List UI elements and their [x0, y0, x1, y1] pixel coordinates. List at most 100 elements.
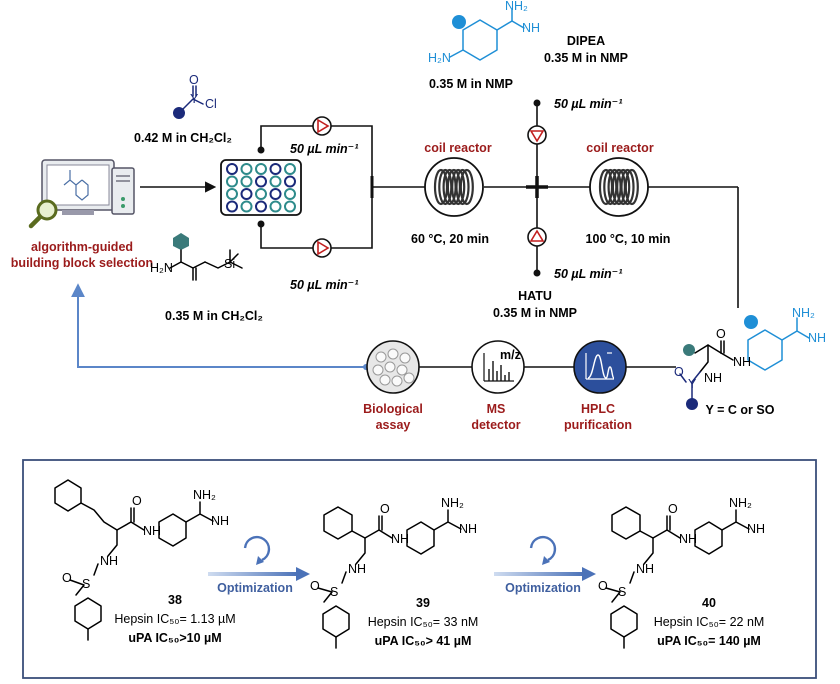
amidine-structure: NH₂ NH H₂N	[428, 0, 540, 65]
optimization-panel	[22, 459, 817, 679]
c39-o: O	[380, 502, 390, 516]
plate-well	[255, 200, 267, 213]
acyl-cl-label: Cl	[205, 97, 217, 111]
c39-s: S	[330, 585, 338, 599]
compound-38-upa: uPA IC₅₀>10 µM	[128, 631, 221, 645]
bio-assay-label-line1: Biological	[363, 402, 423, 416]
c39-nh: NH	[391, 532, 409, 546]
dipea-dot	[533, 99, 541, 107]
plate-well	[255, 163, 267, 175]
plate-well	[240, 188, 253, 200]
pump-dipea-icon	[527, 125, 547, 145]
ms-detector-icon: m/z	[471, 340, 525, 394]
pump-top-icon	[312, 116, 332, 136]
coil-ring	[459, 168, 474, 206]
compound-38-id: 38	[168, 593, 182, 607]
product-amine-nh: NH	[704, 371, 722, 385]
compound-39-hepsin: Hepsin IC₅₀= 33 nM	[368, 615, 479, 629]
flow-lines	[71, 103, 739, 368]
acyl-y-label: Y	[190, 92, 199, 106]
hatu-conc: 0.35 M in NMP	[493, 306, 577, 320]
plate-well	[240, 175, 253, 188]
product-nh-label: NH	[808, 331, 826, 345]
coil-reactor-1-icon	[424, 157, 484, 217]
acyl-chloride-structure: O Y Cl	[173, 73, 217, 119]
c40-imine: NH	[747, 522, 765, 536]
coil-ring	[451, 168, 466, 206]
compound-40-structure: O NH NH₂ NH NH S O	[598, 496, 765, 649]
c40-o: O	[668, 502, 678, 516]
amidine-conc: 0.35 M in NMP	[429, 77, 513, 91]
assay-well	[379, 374, 391, 386]
amidine-h2n-label: H₂N	[428, 51, 451, 65]
amino-ester-structure: H₂N Si	[150, 233, 243, 281]
compound-39-upa: uPA IC₅₀> 41 µM	[375, 634, 472, 648]
assay-well	[384, 361, 396, 373]
acyl-o-label: O	[189, 73, 199, 87]
optimization-label-1: Optimization	[217, 581, 293, 595]
optimization-label-2: Optimization	[505, 581, 581, 595]
assay-well	[403, 372, 415, 384]
biological-assay-icon	[366, 340, 420, 394]
c38-s: S	[82, 577, 90, 591]
plate-well	[240, 200, 253, 213]
amino-ester-conc: 0.35 M in CH₂Cl₂	[165, 309, 263, 323]
plate-well	[226, 163, 238, 175]
assay-well	[396, 364, 408, 376]
product-o2-label: O	[674, 365, 684, 379]
compound-38-structure: O NH NH₂ NH NH S O	[54, 479, 229, 641]
pump-bottom-icon	[312, 238, 332, 258]
bio-assay-label-line2: assay	[376, 418, 411, 432]
coil-reactor-2-icon	[589, 157, 649, 217]
product-y-note: Y = C or SO	[706, 403, 775, 417]
amino-ester-si-label: Si	[224, 257, 235, 271]
plate-well	[284, 163, 296, 175]
pump-hatu-icon	[527, 227, 547, 247]
ms-icon-text: m/z	[500, 348, 521, 362]
assay-well	[391, 375, 403, 387]
assay-well	[399, 352, 411, 364]
hatu-name: HATU	[518, 289, 552, 303]
hplc-label-line2: purification	[564, 418, 632, 432]
ms-label-line1: MS	[487, 402, 506, 416]
plate-well	[255, 175, 267, 188]
compound-39-id: 39	[416, 596, 430, 610]
flow-rate-hatu: 50 µL min⁻¹	[554, 267, 623, 281]
hatu-dot	[533, 269, 541, 277]
coil2-label: coil reactor	[586, 141, 654, 155]
computer-icon	[41, 159, 135, 215]
plate-well	[226, 200, 238, 213]
amidine-nh-label: NH	[522, 21, 540, 35]
plate-well	[255, 188, 267, 200]
c38-nh2: NH₂	[193, 488, 216, 502]
dipea-conc: 0.35 M in NMP	[544, 51, 628, 65]
product-nh2-label: NH₂	[792, 306, 815, 320]
hplc-icon	[573, 340, 627, 394]
coil-ring	[620, 168, 635, 206]
flow-rate-top: 50 µL min⁻¹	[290, 142, 359, 156]
compound-40-hepsin: Hepsin IC₅₀= 22 nM	[654, 615, 765, 629]
assay-well	[387, 348, 399, 360]
computer-label-line1: algorithm-guided	[31, 240, 133, 254]
plate-well	[269, 200, 282, 213]
plate-top-dot	[257, 146, 265, 154]
computer-label-line2: building block selection	[11, 256, 153, 270]
plate-well	[269, 163, 282, 175]
c40-nh: NH	[679, 532, 697, 546]
acyl-chloride-conc: 0.42 M in CH₂Cl₂	[134, 131, 232, 145]
optimization-arrow-1: Optimization	[208, 535, 310, 595]
assay-well	[372, 364, 384, 376]
compound-40-upa: uPA IC₅₀= 140 µM	[657, 634, 761, 648]
flow-rate-bottom: 50 µL min⁻¹	[290, 278, 359, 292]
c38-o: O	[132, 494, 142, 508]
c40-amine-nh: NH	[636, 562, 654, 576]
coil2-conditions: 100 °C, 10 min	[586, 232, 671, 246]
compound-38-hepsin: Hepsin IC₅₀= 1.13 µM	[114, 612, 235, 626]
coil1-label: coil reactor	[424, 141, 492, 155]
coil1-conditions: 60 °C, 20 min	[411, 232, 489, 246]
c39-nh2: NH₂	[441, 496, 464, 510]
plate-well	[284, 188, 296, 200]
c38-amine-nh: NH	[100, 554, 118, 568]
compound-39-structure: O NH NH₂ NH NH S O	[310, 496, 477, 649]
amino-ester-nh2-label: H₂N	[150, 261, 173, 275]
